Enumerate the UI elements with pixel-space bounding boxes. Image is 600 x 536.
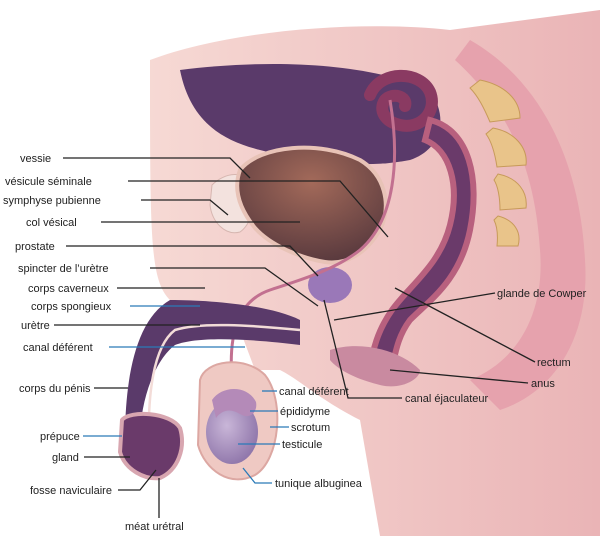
label-prepuce: prépuce [40,431,80,443]
leader-prostate [66,245,319,277]
label-canal-deferent-right: canal déférent [279,386,349,398]
label-canal-ejaculateur: canal éjaculateur [405,393,489,405]
leader-rectum [394,287,536,363]
label-anus: anus [531,378,555,390]
leader-tunique-albuginea [242,467,272,484]
leader-anus [389,369,529,384]
leader-glande-de-cowper [333,292,496,321]
label-symphyse-pubienne: symphyse pubienne [3,195,101,207]
leader-lines-blue [83,305,289,484]
label-epididyme: épididyme [280,406,330,418]
leader-fosse-naviculaire [118,469,157,491]
leader-spincter [150,267,319,307]
label-vessie: vessie [20,153,51,165]
leader-symphyse-pubienne [141,199,229,216]
label-corps-du-penis: corps du pénis [19,383,91,395]
label-glande-de-cowper: glande de Cowper [497,288,587,300]
intestine-loop [364,69,438,132]
label-gland: gland [52,452,79,464]
label-scrotum: scrotum [291,422,330,434]
bladder-shape [235,145,388,265]
testicle-shape [206,400,258,464]
leader-vessie [63,157,251,179]
label-col-vesical: col vésical [26,217,77,229]
label-tunique-albuginea: tunique albuginea [275,478,363,490]
label-fosse-naviculaire: fosse naviculaire [30,485,112,497]
label-canal-deferent-left: canal déférent [23,342,93,354]
label-vesicule-seminale: vésicule séminale [5,176,92,188]
back-tissue [455,40,586,410]
label-rectum: rectum [537,357,571,369]
prostate-shape [308,267,352,303]
label-corps-spongieux: corps spongieux [31,301,112,313]
label-uretre: urètre [21,320,50,332]
label-meat-uretral: méat urétral [125,521,184,533]
leader-lines-right [333,287,536,384]
sacrum-vertebrae [469,79,527,247]
leader-canal-ejaculateur [323,299,402,399]
leader-lines-left [54,157,402,518]
label-spincter-uretre: spincter de l’urètre [18,263,109,275]
label-prostate: prostate [15,241,55,253]
urethra-line [147,323,301,471]
glans-shape [117,411,184,481]
epididymis-shape [212,388,257,418]
label-testicule: testicule [282,439,322,451]
perineum-tissue [330,346,420,387]
leader-vesicule-seminale [128,180,389,238]
label-corps-caverneux: corps caverneux [28,283,109,295]
